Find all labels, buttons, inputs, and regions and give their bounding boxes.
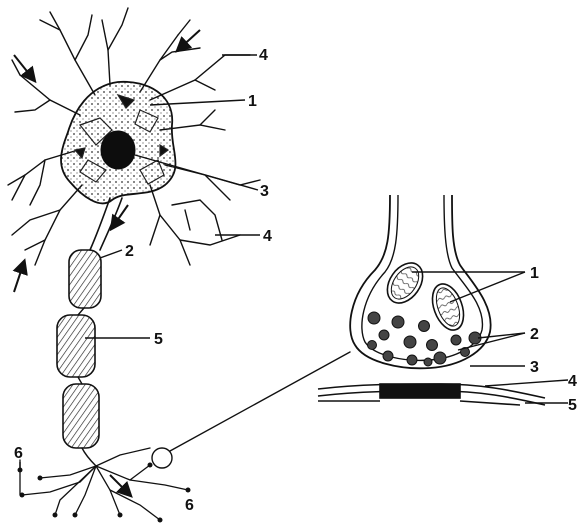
- label-terminal-bottom: 6: [185, 497, 194, 514]
- label-dendrite-right: 4: [263, 228, 272, 245]
- synapse-labels: 1 2 3 4 5: [530, 265, 577, 414]
- label-myelin-sheath: 5: [154, 331, 163, 348]
- arrow-icon: [14, 262, 24, 292]
- label-cell-body: 1: [248, 93, 257, 110]
- label-axon-hillock: 2: [125, 243, 134, 260]
- axon: [90, 198, 110, 250]
- synapse: [318, 195, 545, 405]
- neuron: [8, 8, 350, 523]
- synaptic-vesicles: [368, 312, 482, 366]
- label-terminal-left: 6: [14, 445, 23, 462]
- label-dendrite-top: 4: [259, 47, 268, 64]
- label-vesicles: 2: [530, 326, 539, 343]
- label-postsynaptic-membrane: 5: [568, 397, 577, 414]
- zoom-circle: [152, 448, 172, 468]
- label-synaptic-cleft: 4: [568, 373, 577, 390]
- myelin-sheath: [57, 250, 101, 448]
- nucleus: [101, 131, 135, 169]
- label-mitochondria: 1: [530, 265, 539, 282]
- label-nucleus: 3: [260, 183, 269, 200]
- arrow-icon: [14, 55, 34, 80]
- receptor-region: [380, 384, 460, 398]
- arrow-icon: [178, 30, 200, 50]
- postsynaptic-membrane: [318, 384, 545, 405]
- label-presynaptic-membrane: 3: [530, 359, 539, 376]
